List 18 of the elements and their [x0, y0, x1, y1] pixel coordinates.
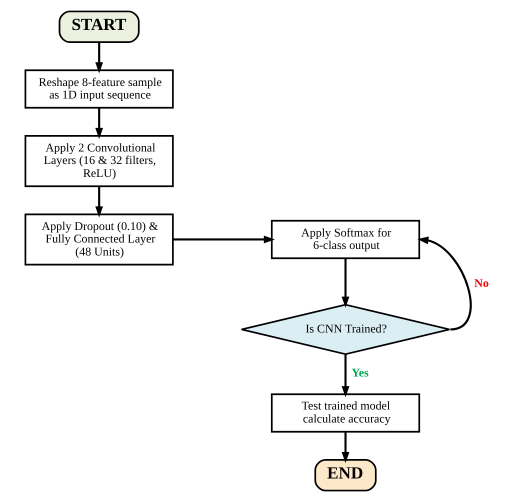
- node-box: END: [314, 459, 377, 492]
- node-box: Reshape 8-feature sample as 1D input sequence: [24, 69, 174, 109]
- arrow: [173, 236, 275, 244]
- arrow: [342, 258, 350, 308]
- node-box: Apply 2 Convolutional Layers (16 & 32 filters, ReLU): [24, 135, 174, 188]
- node-box: Test trained model calculate accuracy: [270, 393, 420, 433]
- node-box: START: [58, 10, 140, 43]
- edge-label: Yes: [351, 365, 369, 380]
- arrow: [95, 108, 104, 140]
- arrow: [95, 42, 104, 74]
- arrow: [417, 236, 472, 330]
- edge-label: No: [474, 276, 489, 290]
- node-diamond: Is CNN Trained?: [240, 304, 450, 356]
- arrow: [342, 432, 350, 464]
- arrow: [95, 186, 104, 218]
- arrow: [342, 354, 350, 398]
- node-box: Apply Softmax for 6-class output: [270, 220, 420, 260]
- node-box: Apply Dropout (0.10) & Fully Connected Layer (48 Units): [24, 214, 174, 266]
